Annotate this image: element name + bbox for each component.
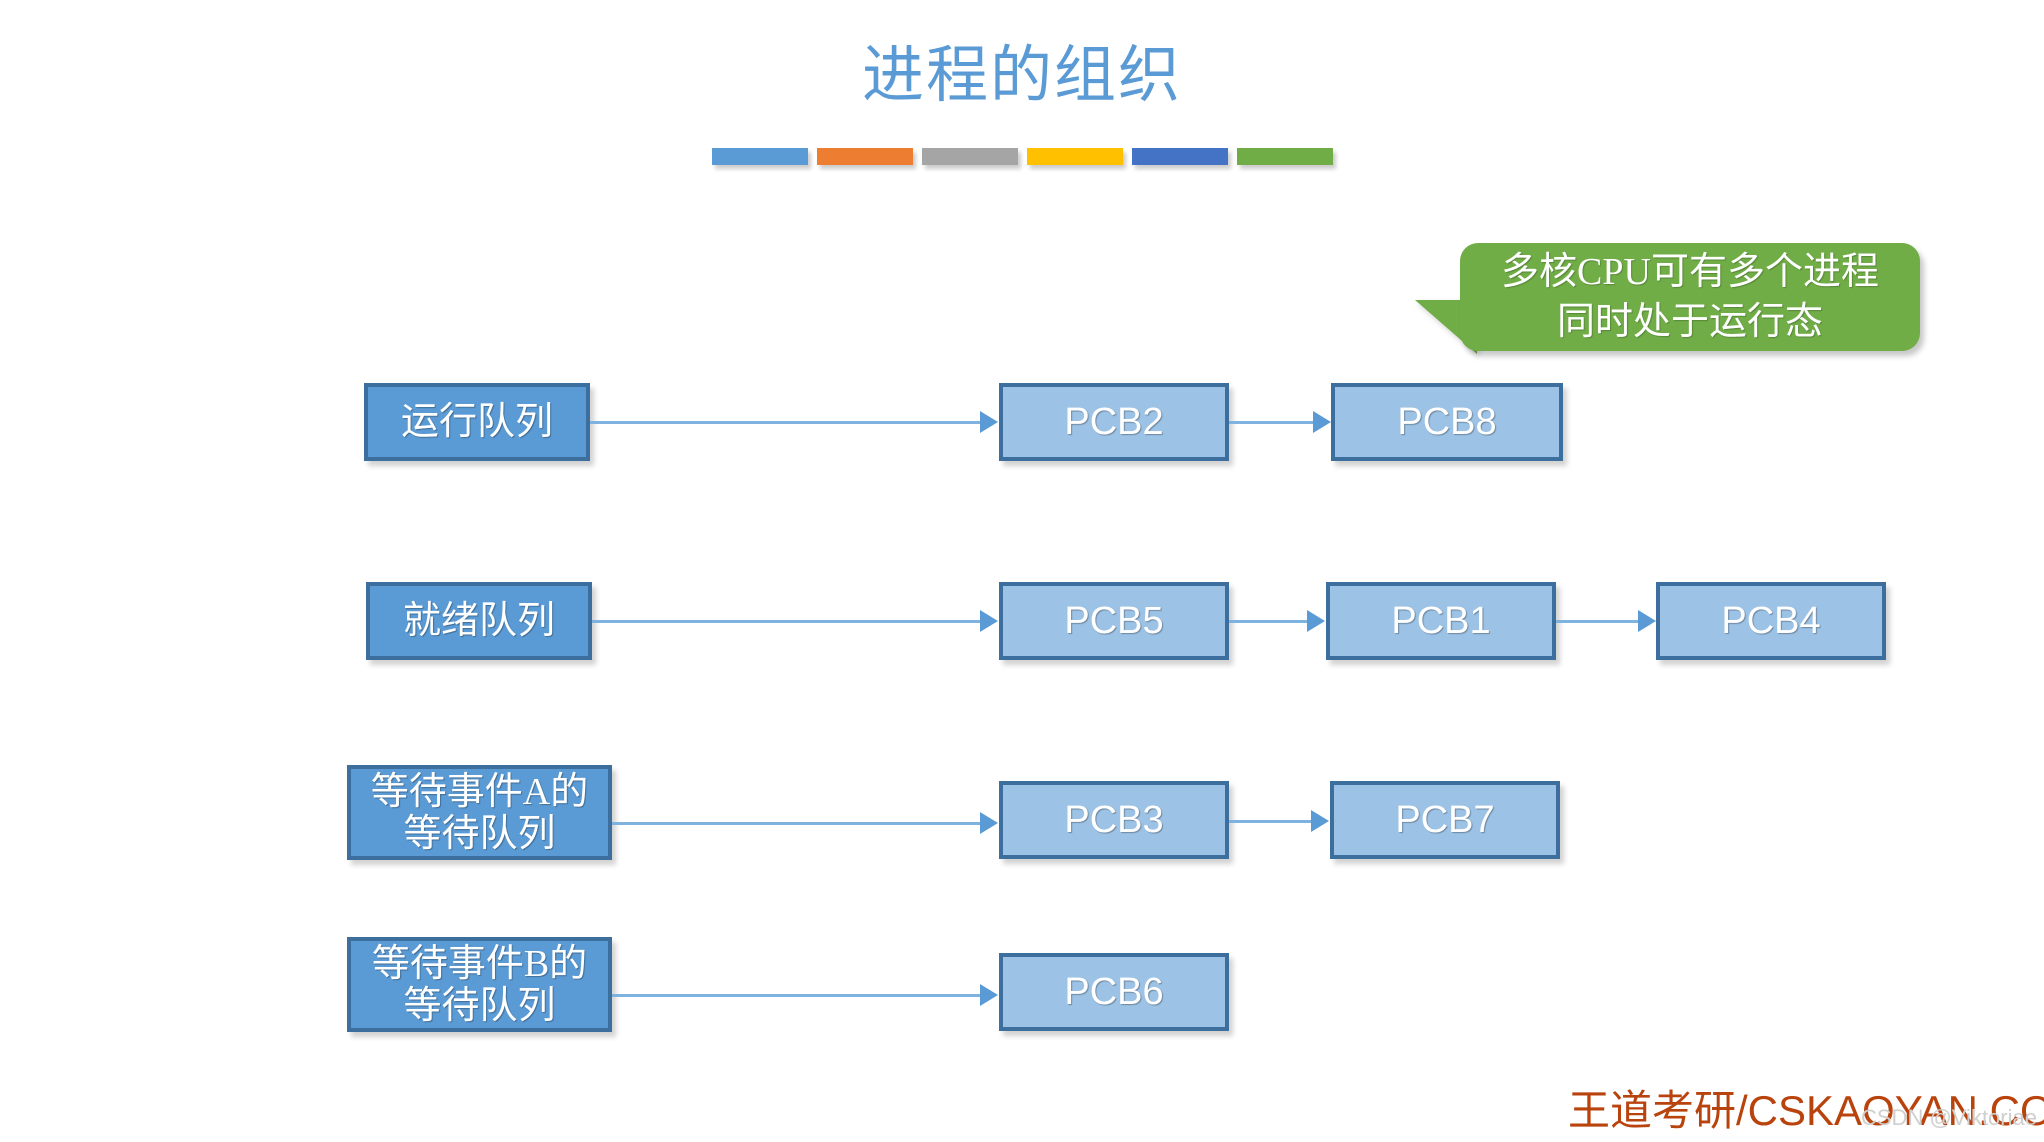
connector-row1-pcb2-to-pcb8 xyxy=(1229,421,1323,424)
accent-bar-yellow xyxy=(1027,148,1123,165)
arrowhead-row3-a xyxy=(980,812,998,834)
pcb-box-pcb1[interactable]: PCB1 xyxy=(1326,582,1556,660)
queue-box-running[interactable]: 运行队列 xyxy=(364,383,590,461)
queue-box-wait-event-a[interactable]: 等待事件A的 等待队列 xyxy=(347,765,612,860)
pcb-box-pcb4[interactable]: PCB4 xyxy=(1656,582,1886,660)
accent-bar-blue xyxy=(712,148,808,165)
connector-row4-queue-to-pcb6 xyxy=(612,994,990,997)
pcb-box-pcb2[interactable]: PCB2 xyxy=(999,383,1229,461)
page-title: 进程的组织 xyxy=(861,42,1182,110)
queue-box-wait-event-a-line1: 等待事件A的 xyxy=(370,770,589,813)
accent-bar-darkblue xyxy=(1132,148,1228,165)
callout-bubble-multicore: 多核CPU可有多个进程 同时处于运行态 xyxy=(1460,243,1920,351)
pcb-box-pcb7[interactable]: PCB7 xyxy=(1330,781,1560,859)
accent-bar-orange xyxy=(817,148,913,165)
queue-box-ready[interactable]: 就绪队列 xyxy=(366,582,592,660)
queue-box-wait-event-b-line2: 等待队列 xyxy=(403,984,556,1027)
queue-box-wait-event-b-line1: 等待事件B的 xyxy=(371,942,588,985)
queue-box-wait-event-a-line2: 等待队列 xyxy=(403,812,556,855)
arrowhead-row1-a xyxy=(980,411,998,433)
brand-watermark: 王道考研/CSKAOYAN.COM xyxy=(1568,1087,2044,1134)
accent-bar-green xyxy=(1237,148,1333,165)
arrowhead-row4-a xyxy=(980,984,998,1006)
callout-line-2: 同时处于运行态 xyxy=(1556,301,1823,343)
pcb-box-pcb8[interactable]: PCB8 xyxy=(1331,383,1563,461)
arrowhead-row3-b xyxy=(1311,810,1329,832)
arrowhead-row2-a xyxy=(980,610,998,632)
pcb-box-pcb5[interactable]: PCB5 xyxy=(999,582,1229,660)
csdn-watermark: CSDN @Viktoriae xyxy=(1861,1105,2037,1130)
pcb-box-pcb3[interactable]: PCB3 xyxy=(999,781,1229,859)
connector-row3-queue-to-pcb3 xyxy=(612,822,990,825)
arrowhead-row2-b xyxy=(1307,610,1325,632)
connector-row3-pcb3-to-pcb7 xyxy=(1229,820,1321,823)
queue-box-wait-event-b[interactable]: 等待事件B的 等待队列 xyxy=(347,937,612,1032)
connector-row1-queue-to-pcb2 xyxy=(590,421,990,424)
pcb-box-pcb6[interactable]: PCB6 xyxy=(999,953,1229,1031)
connector-row2-queue-to-pcb5 xyxy=(592,620,990,623)
connector-row2-pcb1-to-pcb4 xyxy=(1556,620,1648,623)
accent-bar-group xyxy=(712,148,1333,165)
arrowhead-row2-c xyxy=(1638,610,1656,632)
accent-bar-gray xyxy=(922,148,1018,165)
arrowhead-row1-b xyxy=(1313,411,1331,433)
connector-row2-pcb5-to-pcb1 xyxy=(1229,620,1317,623)
callout-line-1: 多核CPU可有多个进程 xyxy=(1501,251,1879,293)
